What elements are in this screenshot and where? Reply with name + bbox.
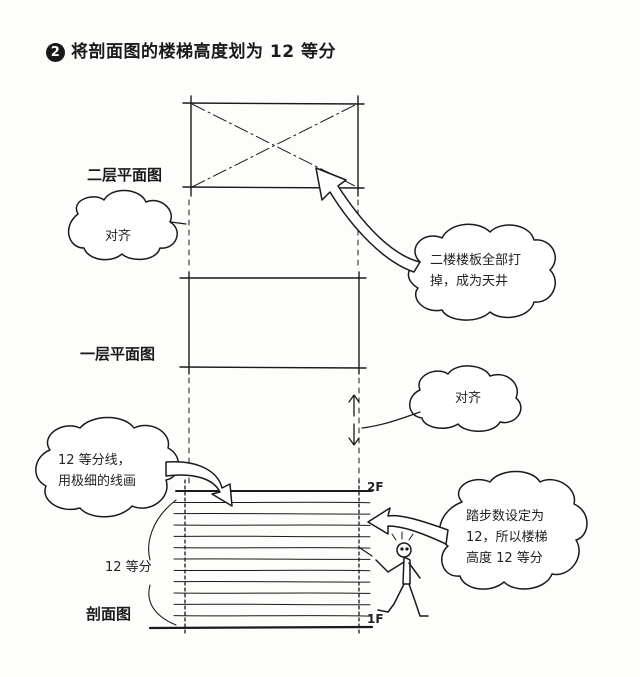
callout-steps-line2: 12，所以楼梯 — [466, 530, 548, 545]
callout-align-top: 对齐 — [105, 229, 132, 244]
callout-remove-slab-line2: 掉，成为天井 — [430, 274, 509, 289]
callout-division-lines-line1: 12 等分线， — [58, 453, 131, 468]
first-floor-plan-label: 一层平面图 — [80, 345, 156, 363]
callout-steps-line3: 高度 12 等分 — [466, 551, 543, 566]
twelve-parts-label: 12 等分 — [105, 560, 152, 575]
callout-remove-slab: 二楼楼板全部打 掉，成为天井 — [430, 250, 521, 292]
second-floor-mark: 2F — [367, 480, 384, 494]
arrow-to-void — [315, 167, 421, 273]
division-line — [173, 603, 371, 606]
cloud-remove-slab — [407, 223, 556, 321]
cloud-division-lines — [35, 416, 179, 518]
cloud-align-left — [67, 189, 178, 261]
first-floor-mark: 1F — [367, 612, 384, 626]
callout-steps: 踏步数设定为 12，所以楼梯 高度 12 等分 — [466, 506, 548, 569]
division-line — [173, 558, 371, 560]
cloud-align-right — [409, 365, 522, 432]
division-lines — [173, 501, 371, 617]
callout-align-right: 对齐 — [455, 391, 482, 406]
align-arrows — [348, 394, 360, 446]
first-floor-plan-box — [179, 271, 367, 375]
callout-division-lines-line2: 用极细的线画 — [58, 474, 137, 489]
step-number-badge: 2 — [46, 43, 65, 62]
division-line — [173, 535, 371, 538]
callout-division-lines: 12 等分线， 用极细的线画 — [58, 450, 136, 492]
stick-figure — [359, 531, 429, 617]
division-line — [173, 580, 371, 583]
section-frame — [148, 479, 374, 635]
cloud-steps — [438, 470, 588, 590]
arrow-to-wall — [367, 507, 449, 545]
twelve-part-brace — [148, 499, 177, 626]
page-title: 2 将剖面图的楼梯高度划为 12 等分 — [46, 37, 336, 62]
alignment-lines — [188, 199, 360, 489]
arrow-to-division-lines — [165, 461, 233, 507]
callout-steps-line1: 踏步数设定为 — [466, 509, 545, 524]
division-line — [173, 512, 371, 515]
heading-text: 将剖面图的楼梯高度划为 12 等分 — [71, 42, 336, 62]
callout-remove-slab-line1: 二楼楼板全部打 — [430, 253, 522, 268]
second-floor-plan-label: 二层平面图 — [87, 166, 163, 184]
section-label: 剖面图 — [86, 605, 132, 623]
